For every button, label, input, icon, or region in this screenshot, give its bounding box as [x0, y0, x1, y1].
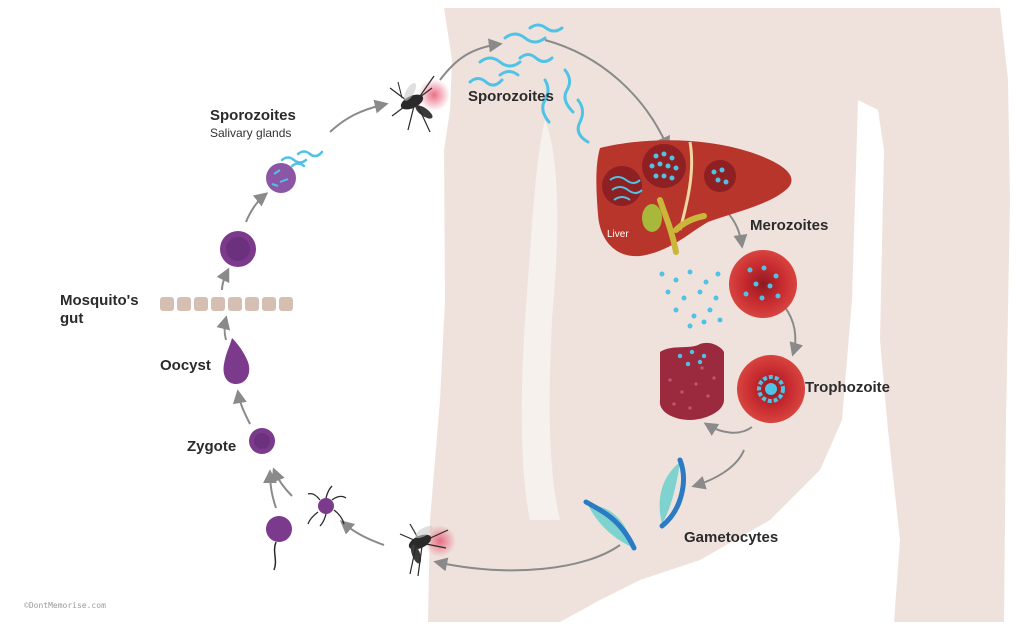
gametocyte-icon [583, 499, 637, 551]
free-merozoites [659, 269, 723, 329]
oocyst-icon [223, 338, 250, 384]
arrow-cyst-to-salivary [245, 192, 269, 223]
sporozoites-cluster-right [468, 23, 590, 144]
bite-spot-bottom [424, 525, 456, 557]
mosquito-icon [389, 75, 435, 133]
mosquito-icon [399, 523, 449, 577]
ruptured-cell-icon [659, 342, 724, 420]
red-blood-cell-icon [729, 250, 797, 318]
arrow-mosquito-to-sporozoites [439, 38, 503, 81]
label-zygote: Zygote [187, 438, 237, 455]
female-gamete-icon [266, 516, 292, 571]
male-gamete-icon [307, 485, 347, 527]
salivary-gland-icon [266, 150, 324, 193]
arrow-gametocytes-to-mosquito [433, 544, 621, 572]
label-trophozoite: Trophozoite [805, 379, 890, 396]
arrow-sporozoites-to-liver [544, 39, 670, 151]
label-liver: Liver [607, 229, 629, 240]
arrow-zygote-to-oocyst [232, 389, 251, 425]
arrow-gamete-to-zygote-b [263, 469, 278, 509]
label-sporozoites-right: Sporozoites [468, 88, 554, 105]
arrow-gut-to-cyst [216, 267, 230, 291]
arrow-to-gametocytes [691, 449, 745, 490]
label-mosquito-gut: Mosquito's gut [60, 292, 139, 327]
human-body-silhouette [428, 8, 1010, 622]
arrow-mosquito-to-gametes [339, 520, 385, 546]
liver-icon [596, 140, 792, 257]
label-salivary-glands: Salivary glands [210, 126, 292, 140]
watermark: ©DontMemorise.com [24, 601, 106, 610]
label-gametocytes: Gametocytes [684, 529, 779, 546]
trophozoite-cell-icon [737, 355, 805, 423]
body-inner-contour [521, 120, 560, 520]
arrow-oocyst-to-gut [216, 315, 231, 341]
label-oocyst: Oocyst [160, 357, 211, 374]
arrow-merozoite-to-trophozoite [783, 305, 804, 357]
arrow-trophozoite-to-ruptured-cell [703, 422, 753, 436]
arrow-gametes-to-zygote [271, 467, 293, 497]
arrow-salivary-to-mosquito [329, 99, 389, 133]
label-merozoites: Merozoites [750, 217, 829, 234]
label-sporozoites-left: Sporozoites [210, 107, 296, 124]
mosquito-gut-icon [160, 297, 293, 311]
gametocyte-icon [659, 457, 686, 529]
